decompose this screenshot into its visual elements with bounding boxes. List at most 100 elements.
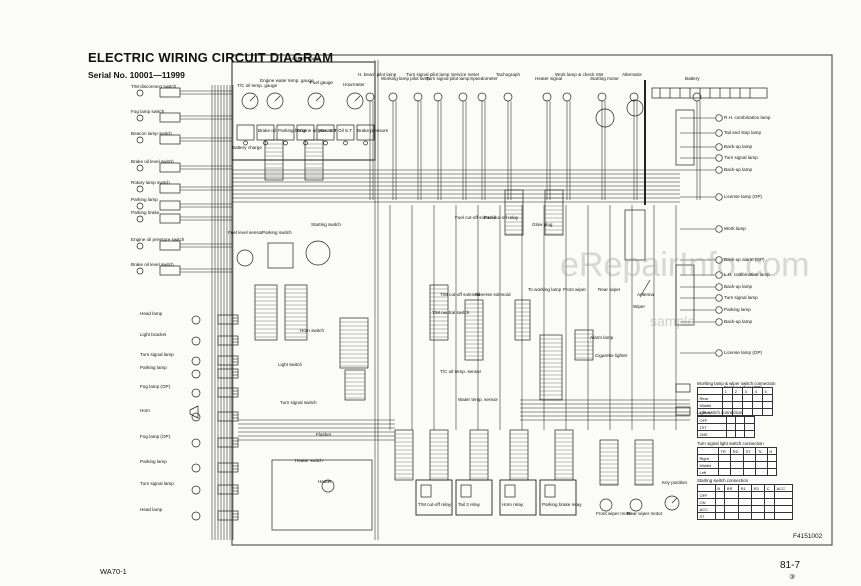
left-connector	[159, 200, 181, 211]
middle-label: Water temp. sensor	[458, 397, 498, 402]
left-label: Light bracket	[140, 332, 167, 337]
left-component-symbol	[191, 315, 201, 325]
middle-label: Light switch	[278, 362, 303, 367]
revision-mark: ③	[789, 574, 796, 581]
lamp-icon	[715, 294, 723, 302]
table-row: ST	[697, 512, 793, 520]
warning-label: Max. S.T	[318, 128, 337, 133]
light-switch-table-title: Light switch connection	[697, 410, 743, 415]
connector-block	[509, 429, 529, 481]
warning-lamp-box	[356, 124, 375, 141]
left-component-symbol	[136, 164, 144, 172]
wiper-switch-table: 1 2 3 4 5 Rear Middle Lower	[696, 387, 773, 416]
connector-block	[339, 317, 369, 369]
middle-label: To working lamp	[528, 287, 562, 292]
gauge-label: Engine water temp. gauge	[260, 78, 314, 83]
table-row: B BR R1 R2 C ACC	[697, 484, 793, 492]
washer-motor	[675, 406, 691, 416]
model-number: WA70-1	[100, 567, 127, 576]
left-connector	[159, 134, 181, 145]
left-component-symbol	[191, 388, 201, 398]
left-component-symbol	[191, 511, 201, 521]
left-label: Turn signal lamp	[140, 481, 174, 486]
alternator-icon	[626, 99, 644, 117]
light-switch-table: OFF 1ST 2ND	[697, 416, 755, 438]
table-row: Rear	[696, 394, 773, 402]
watermark-note: sample	[650, 313, 696, 329]
washer-motor	[675, 383, 691, 393]
relay-box	[499, 479, 537, 516]
left-label: Parking brake	[131, 210, 160, 215]
pilot-lamp-icon	[388, 92, 398, 102]
right-label: License lamp (OP)	[724, 194, 763, 199]
top-label: Turn signal pilot lamp	[406, 72, 450, 77]
middle-label: Heater switch	[295, 458, 323, 463]
right-label: Back-up lamp	[724, 167, 753, 172]
pilot-lamp-icon	[433, 92, 443, 102]
starting-switch-table-title: Starting switch connection	[697, 478, 749, 483]
top-label: Service meter	[451, 72, 480, 77]
middle-label: Flasher	[316, 432, 332, 437]
left-label: Rotary lamp switch	[131, 180, 170, 185]
connector-block	[574, 329, 594, 361]
right-label: Work lamp	[724, 226, 746, 231]
lamp-icon	[715, 225, 723, 233]
middle-label: Rear wiper motor	[627, 511, 663, 516]
right-label: Turn signal lamp	[724, 155, 758, 160]
diagram-title: ELECTRIC WIRING CIRCUIT DIAGRAM	[88, 50, 334, 65]
middle-label: Horn switch	[300, 328, 324, 333]
left-component-symbol	[136, 89, 144, 97]
left-component-symbol	[136, 185, 144, 193]
pilot-lamp-icon	[413, 92, 423, 102]
relay-coil	[460, 484, 472, 498]
middle-label: T/C oil temp. sensor	[440, 369, 482, 374]
page-number: 81-7	[780, 560, 801, 571]
middle-label: Front wiper	[563, 287, 586, 292]
relay-box	[539, 479, 577, 516]
watermark-site: eRepairInfo.com	[560, 246, 810, 284]
right-label: R.H. combination lamp	[724, 115, 771, 120]
lh-combination-connector	[675, 264, 695, 326]
left-component-symbol	[191, 463, 201, 473]
warning-label: Battery charge	[232, 145, 262, 150]
relay-label: Parking brake relay	[542, 502, 582, 507]
battery-icon	[651, 87, 768, 99]
connector-block	[254, 284, 278, 341]
warning-lamp-box	[276, 124, 295, 141]
top-label: Working lamp pilot lamp	[381, 76, 430, 81]
relay-coil	[544, 484, 556, 498]
table-row: ACC	[697, 505, 793, 513]
left-label: Beacon lamp switch	[131, 131, 172, 136]
connector-block	[344, 369, 366, 401]
cluster-gauge-box	[231, 61, 376, 161]
cluster-gauge-label: Cluster gauge	[292, 56, 321, 61]
rear-harness-connector	[624, 209, 646, 261]
connector-block	[544, 189, 564, 236]
left-component-symbol	[191, 412, 201, 422]
gauge-label: Fuel gauge	[310, 80, 333, 85]
left-connector	[217, 368, 239, 379]
warning-label: Engine oil pressure	[297, 128, 337, 133]
top-label: Battery	[685, 76, 700, 81]
rear-wiper-motor-icon	[629, 498, 643, 512]
lamp-icon	[715, 271, 723, 279]
table-row: Left	[697, 468, 778, 476]
right-label: Tail and stop lamp	[724, 130, 762, 135]
left-component-symbol	[191, 356, 201, 366]
key-position-icon	[664, 495, 680, 511]
top-label: Tachograph	[496, 72, 521, 77]
warning-label: Brake pressure	[357, 128, 389, 133]
pilot-lamp-icon	[692, 92, 702, 102]
left-connector	[217, 387, 239, 398]
warning-lamp-box	[236, 124, 255, 141]
middle-label: Fuel cut-off relay	[484, 215, 519, 220]
table-row: Middle	[697, 461, 778, 469]
right-label: L.H. combination lamp	[724, 272, 770, 277]
top-label: Heater signal	[535, 76, 563, 81]
gauge-label: T/C oil temp. gauge	[237, 83, 278, 88]
left-label: Brake oil level switch	[131, 262, 174, 267]
middle-label: Alarm lamp	[590, 335, 614, 340]
left-label: Head lamp	[140, 507, 163, 512]
middle-label: T/M cut-off solenoid	[440, 292, 481, 297]
middle-label: Key position	[662, 480, 688, 485]
